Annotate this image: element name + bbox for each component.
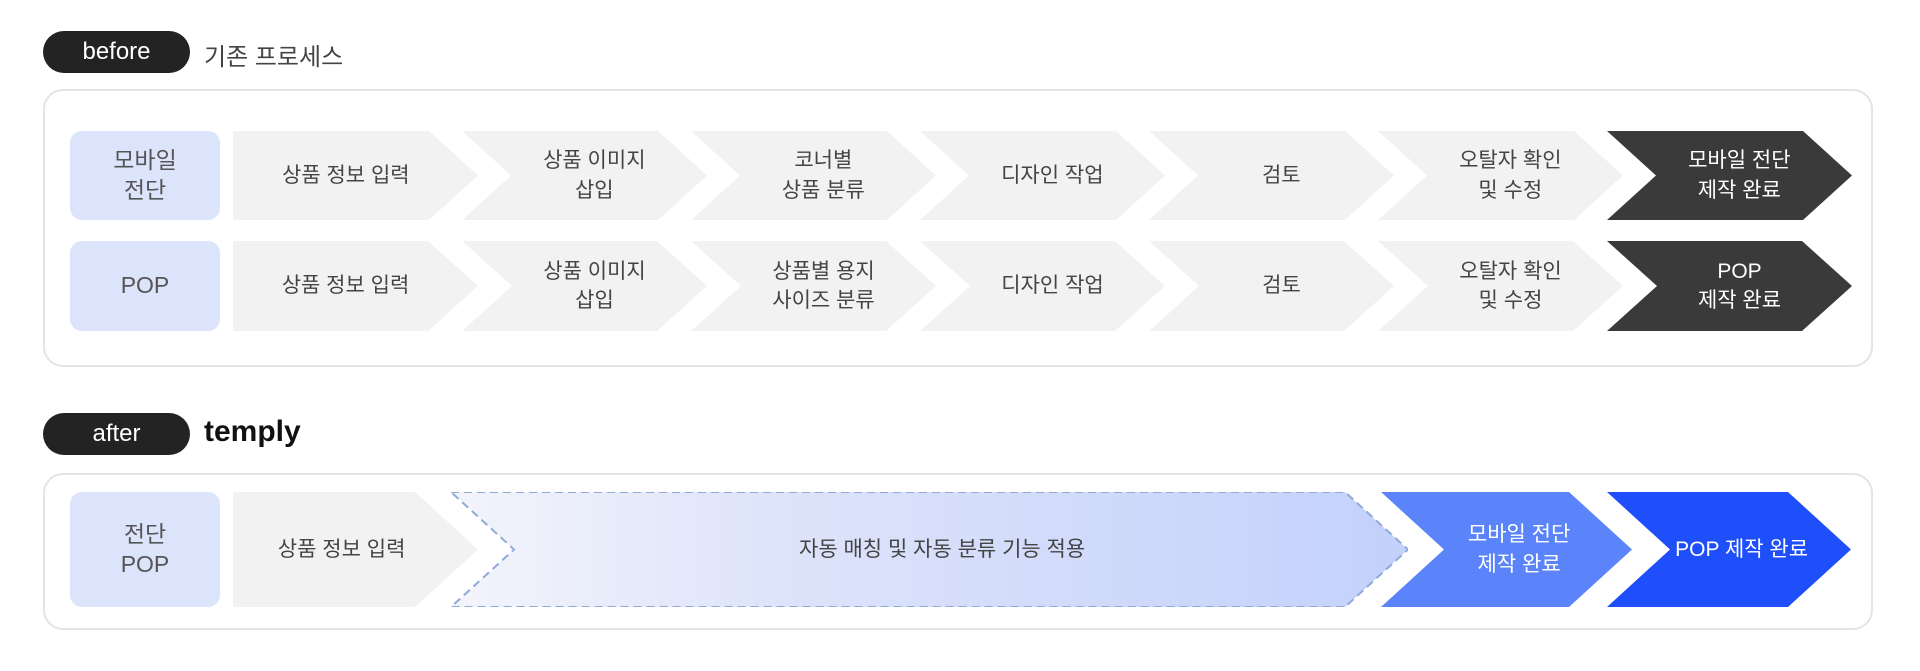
- before-step-1-3: 디자인 작업: [920, 241, 1165, 331]
- before-step-1-1: 상품 이미지 삽입: [462, 241, 707, 331]
- step-label: 오탈자 확인 및 수정: [1459, 149, 1562, 202]
- before-step-1-5: 오탈자 확인 및 수정: [1378, 241, 1623, 331]
- after-step-auto-matching: 자동 매칭 및 자동 분류 기능 적용: [451, 492, 1408, 607]
- step-label: 검토: [1261, 163, 1301, 187]
- before-step-0-1: 상품 이미지 삽입: [462, 131, 707, 220]
- chevron-shape: [233, 241, 478, 331]
- step-label: 디자인 작업: [1001, 163, 1104, 187]
- after-panel: [43, 473, 1873, 630]
- step-label: POP 제작 완료: [1697, 259, 1782, 312]
- step-label: 디자인 작업: [1001, 274, 1104, 298]
- chevron-shape: [691, 241, 936, 331]
- row-label-mobile: 모바일 전단: [70, 131, 220, 220]
- chevron-shape: [1381, 492, 1632, 607]
- before-badge: before: [43, 31, 190, 73]
- before-step-0-5: 오탈자 확인 및 수정: [1378, 131, 1623, 220]
- after-badge: after: [43, 413, 190, 455]
- before-step-1-6: POP 제작 완료: [1607, 241, 1852, 331]
- before-step-0-4: 검토: [1149, 131, 1394, 220]
- step-label: 오탈자 확인 및 수정: [1459, 259, 1562, 312]
- chevron-shape: [1607, 131, 1852, 220]
- before-step-0-3: 디자인 작업: [920, 131, 1165, 220]
- before-title: 기존 프로세스: [204, 44, 344, 71]
- chevron-shape: [1607, 241, 1852, 331]
- step-label: 모바일 전단 제작 완료: [1467, 523, 1571, 576]
- after-title: temply: [204, 415, 301, 448]
- before-step-1-0: 상품 정보 입력: [233, 241, 478, 331]
- chevron-shape: [462, 131, 707, 220]
- step-label: 상품 이미지 삽입: [543, 149, 646, 202]
- before-step-1-4: 검토: [1149, 241, 1394, 331]
- step-label: 상품별 용지 사이즈 분류: [772, 259, 875, 312]
- chevron-shape: [920, 241, 1165, 331]
- step-label: 코너별 상품 분류: [781, 149, 865, 202]
- chevron-shape: [920, 131, 1165, 220]
- before-panel: [43, 89, 1873, 367]
- step-label: 상품 정보 입력: [277, 537, 406, 561]
- step-label: 검토: [1262, 274, 1301, 298]
- chevron-shape: [1378, 131, 1623, 220]
- row-label-after: 전단 POP: [70, 492, 220, 607]
- row-label-pop: POP: [70, 241, 220, 331]
- chevron-shape: [233, 492, 478, 607]
- before-step-0-2: 코너별 상품 분류: [691, 131, 936, 220]
- chevron-shape: [1378, 241, 1623, 331]
- chevron-shape: [1149, 241, 1394, 331]
- after-step-pop-complete: POP 제작 완료: [1607, 492, 1851, 607]
- step-label: 모바일 전단 제작 완료: [1688, 149, 1791, 202]
- step-label: 상품 이미지 삽입: [543, 259, 646, 312]
- before-step-0-6: 모바일 전단 제작 완료: [1607, 131, 1852, 220]
- step-label: 상품 정보 입력: [282, 163, 410, 187]
- before-step-1-2: 상품별 용지 사이즈 분류: [691, 241, 936, 331]
- chevron-shape: [462, 241, 707, 331]
- chevron-shape: [451, 492, 1408, 607]
- chevron-shape: [691, 131, 936, 220]
- step-label: 상품 정보 입력: [281, 274, 410, 298]
- chevron-shape: [1607, 492, 1851, 607]
- step-label: POP 제작 완료: [1675, 537, 1809, 561]
- chevron-shape: [233, 131, 478, 220]
- step-label: 자동 매칭 및 자동 분류 기능 적용: [799, 537, 1086, 561]
- after-step-input: 상품 정보 입력: [233, 492, 478, 607]
- after-step-mobile-complete: 모바일 전단 제작 완료: [1381, 492, 1632, 607]
- before-step-0-0: 상품 정보 입력: [233, 131, 478, 220]
- chevron-shape: [1149, 131, 1394, 220]
